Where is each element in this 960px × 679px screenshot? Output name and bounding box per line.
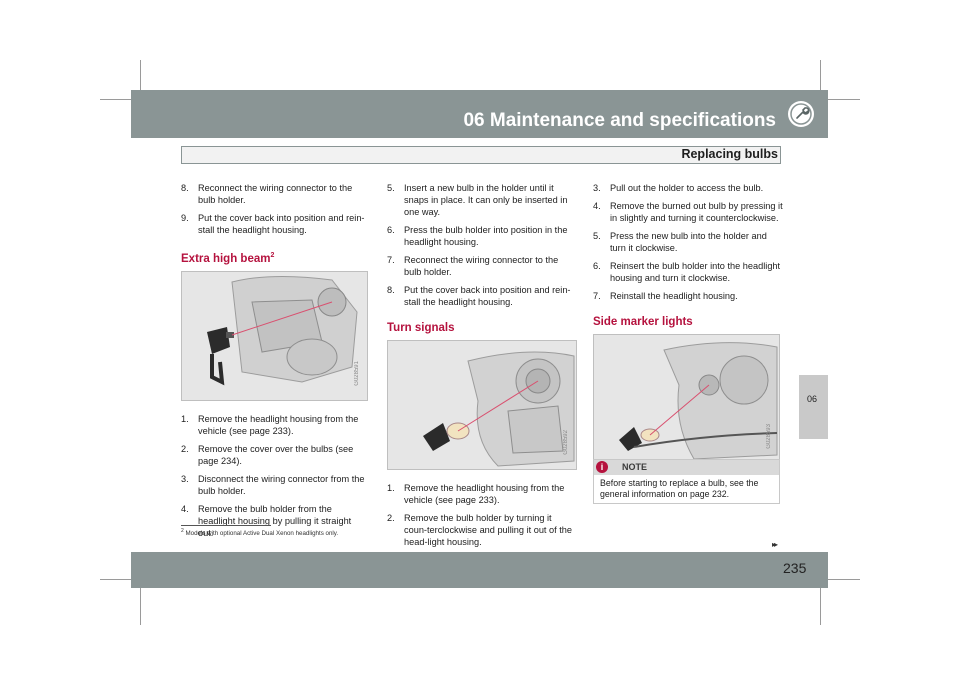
list-item: 5. Insert a new bulb in the holder until … [387, 182, 577, 218]
list-item: 7. Reinstall the headlight housing. [593, 290, 783, 302]
list-item: 5. Press the new bulb into the holder and… [593, 230, 783, 254]
step-number: 6. [387, 225, 395, 235]
step-text: Remove the bulb holder from the headligh… [198, 503, 352, 538]
step-number: 5. [593, 231, 601, 241]
crop-mark [140, 560, 141, 625]
step-number: 2. [181, 443, 189, 454]
footnote-text: Models with optional Active Dual Xenon h… [185, 530, 339, 538]
step-number: 2. [387, 513, 395, 523]
section-heading: Extra high beam2 [181, 250, 368, 265]
step-number: 1. [181, 413, 189, 424]
step-list: 3. Pull out the holder to access the bulb… [593, 182, 783, 302]
figure-code: G028593 [766, 424, 772, 449]
section-bar [181, 146, 781, 164]
turn-signals-figure: G028592 [387, 340, 577, 470]
note-box: i NOTE Before starting to replace a bulb… [593, 459, 780, 504]
chapter-tab[interactable]: 06 [799, 375, 828, 439]
step-text: Reconnect the wiring connector to the bu… [404, 255, 559, 277]
footnote-number: 2 [181, 528, 184, 534]
note-title: NOTE [622, 462, 648, 472]
chapter-tab-label: 06 [807, 394, 818, 404]
list-item: 7. Reconnect the wiring connector to the … [387, 254, 577, 278]
figure-code: G028591 [354, 361, 360, 386]
step-number: 7. [593, 291, 601, 301]
step-number: 7. [387, 255, 395, 265]
list-item: 4. Remove the burned out bulb by pressing… [593, 200, 783, 224]
crop-mark [820, 560, 821, 625]
step-text: Remove the headlight housing from the ve… [198, 413, 359, 436]
column-3: 3. Pull out the holder to access the bulb… [593, 182, 783, 464]
chapter-title: 06 Maintenance and specifications [463, 110, 776, 131]
footnote-ref: 2 [270, 252, 275, 259]
step-number: 1. [387, 483, 395, 493]
step-list: 1. Remove the headlight housing from the … [181, 413, 368, 539]
step-text: Insert a new bulb in the holder until it… [404, 183, 568, 217]
list-item: 2. Remove the bulb holder by turning it c… [387, 512, 577, 548]
step-number: 9. [181, 213, 189, 223]
section-title: Replacing bulbs [681, 147, 778, 161]
step-number: 3. [593, 183, 601, 193]
step-text: Remove the bulb holder by turning it cou… [404, 513, 573, 547]
list-item: 6. Reinsert the bulb holder into the head… [593, 260, 783, 284]
step-text: Press the bulb holder into position in t… [404, 225, 568, 247]
extra-high-beam-figure: G028591 [181, 270, 368, 401]
note-text: Before starting to replace a bulb, see t… [600, 478, 759, 499]
footnote-rule [181, 525, 271, 526]
step-text: Remove the cover over the bulbs (see pag… [198, 443, 354, 466]
headlight-illustration [182, 271, 367, 400]
step-text: Remove the burned out bulb by pressing i… [610, 201, 783, 223]
column-1: 8. Reconnect the wiring connector to the … [181, 182, 368, 545]
section-heading: Turn signals [387, 322, 455, 334]
list-item: 8. Put the cover back into position and r… [387, 284, 577, 308]
step-text: Reinsert the bulb holder into the headli… [610, 261, 781, 283]
list-item: 4. Remove the bulb holder from the headli… [181, 503, 368, 539]
page-number: 235 [783, 560, 807, 576]
list-item: 3. Pull out the holder to access the bulb… [593, 182, 783, 194]
list-item: 8. Reconnect the wiring connector to the … [181, 182, 368, 206]
side-marker-figure: G028593 [593, 334, 780, 464]
list-item: 1. Remove the headlight housing from the … [387, 482, 577, 506]
step-text: Put the cover back into position and rei… [198, 213, 365, 235]
list-item: 2. Remove the cover over the bulbs (see p… [181, 443, 368, 467]
step-text: Reconnect the wiring connector to the bu… [198, 183, 353, 205]
step-number: 8. [387, 285, 395, 295]
step-number: 5. [387, 183, 395, 193]
step-list: 5. Insert a new bulb in the holder until … [387, 182, 577, 308]
column-2: 5. Insert a new bulb in the holder until … [387, 182, 577, 554]
step-text: Disconnect the wiring connector from the… [198, 473, 365, 496]
step-number: 4. [593, 201, 601, 211]
step-number: 6. [593, 261, 601, 271]
headlight-illustration [388, 341, 576, 469]
step-number: 3. [181, 473, 189, 484]
step-text: Pull out the holder to access the bulb. [610, 183, 764, 193]
next-page-arrow-icon[interactable]: ▸▸ [772, 540, 778, 549]
list-item: 9. Put the cover back into position and r… [181, 212, 368, 236]
headlight-illustration [594, 335, 779, 463]
step-text: Remove the headlight housing from the ve… [404, 483, 565, 505]
heading-text: Extra high beam [181, 252, 271, 265]
list-item: 1. Remove the headlight housing from the … [181, 413, 368, 437]
list-item: 3. Disconnect the wiring connector from t… [181, 473, 368, 497]
step-list: 8. Reconnect the wiring connector to the … [181, 182, 368, 236]
footnote: 2 Models with optional Active Dual Xenon… [181, 528, 338, 537]
step-text: Put the cover back into position and rei… [404, 285, 571, 307]
section-heading: Side marker lights [593, 316, 693, 328]
step-number: 8. [181, 183, 189, 193]
header-band [131, 90, 828, 138]
list-item: 6. Press the bulb holder into position in… [387, 224, 577, 248]
step-number: 4. [181, 503, 189, 514]
step-text: Press the new bulb into the holder and t… [610, 231, 767, 253]
note-header: i NOTE [594, 460, 779, 475]
figure-code: G028592 [563, 430, 569, 455]
wrench-icon [788, 101, 814, 127]
info-icon: i [596, 461, 608, 473]
step-list: 1. Remove the headlight housing from the … [387, 482, 577, 548]
step-text: Reinstall the headlight housing. [610, 291, 738, 301]
footer-band [131, 552, 828, 588]
